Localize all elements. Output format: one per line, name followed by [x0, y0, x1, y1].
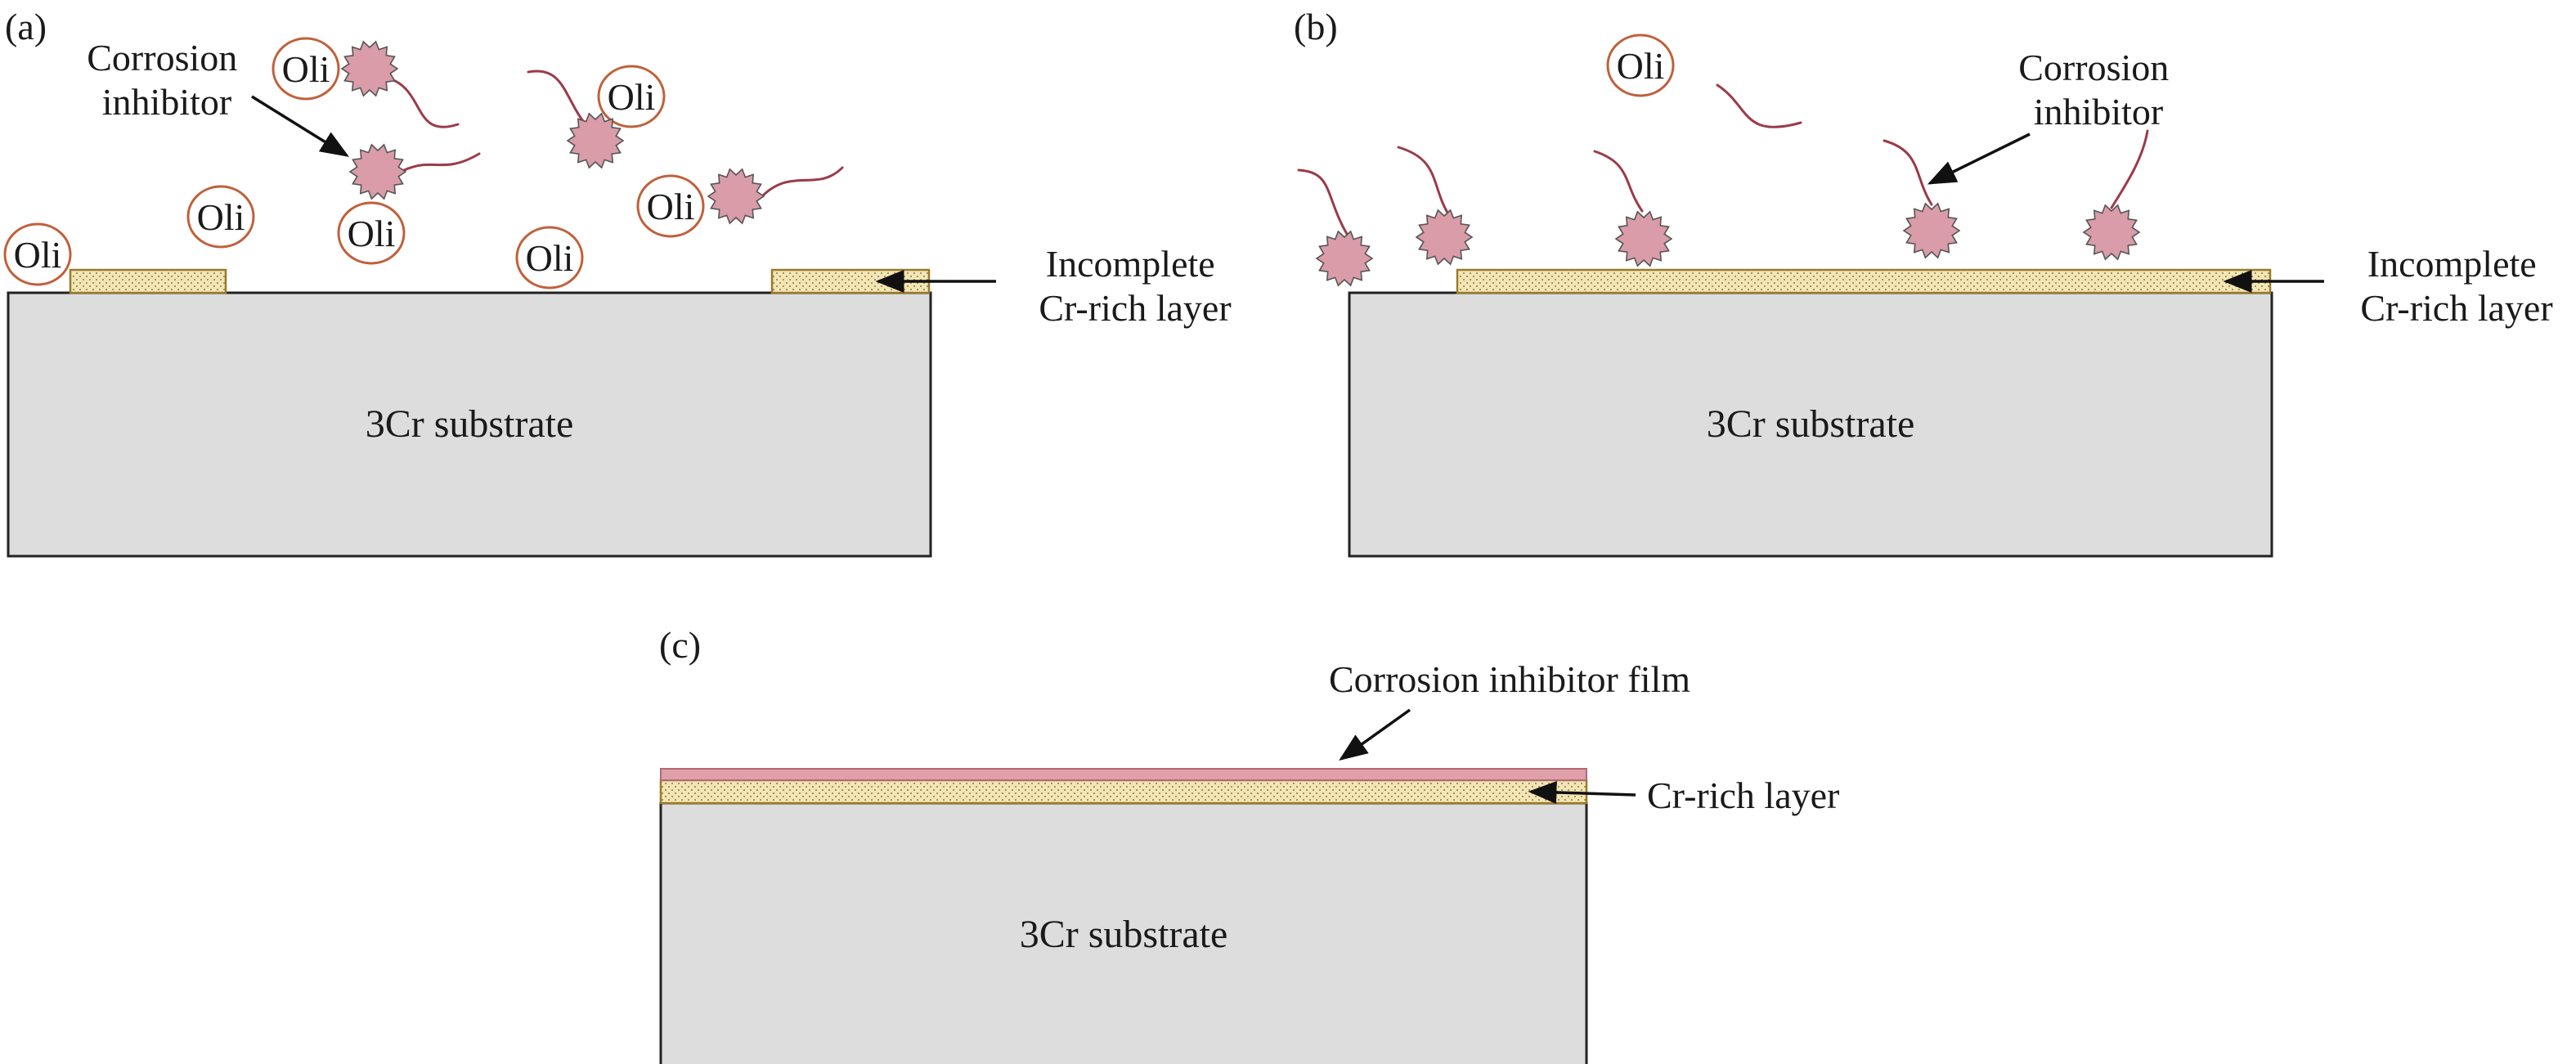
panel-a: (a) 3Cr substrate Oli Oli Oli Oli Oli Ol: [3, 6, 1232, 558]
panel-c-inhibitor-film: [660, 768, 1587, 781]
panel-b: (b) 3Cr substrate Oli Corrosion inhibito…: [1294, 6, 2553, 558]
inhibitor-tail: [2110, 129, 2149, 209]
oli-molecule: Oli: [186, 185, 255, 249]
panel-b-label: (b): [1294, 6, 1338, 47]
inhibitor-tail: [1716, 83, 1802, 128]
inhibitor-molecules: [340, 40, 2141, 287]
inhibitor-tail: [1883, 139, 1933, 206]
panel-b-inhibitor-label: Corrosion inhibitor: [2018, 47, 2179, 132]
inhibitor-molecule-head: [1415, 209, 1474, 266]
oli-label: Oli: [14, 234, 62, 276]
panel-b-substrate-label: 3Cr substrate: [1707, 402, 1915, 446]
panel-c: (c) 3Cr substrate Corrosion inhibitor fi…: [659, 624, 1839, 1064]
oli-label: Oli: [197, 196, 245, 238]
panel-b-substrate: [1348, 291, 2273, 558]
panel-a-inhibitor-label: Corrosion inhibitor: [87, 37, 247, 123]
panel-a-label: (a): [5, 6, 47, 47]
panel-b-cr-layer: [1456, 268, 2272, 294]
oli-label: Oli: [526, 237, 574, 279]
panel-c-substrate: [659, 801, 1588, 1064]
panel-c-cr-layer: [659, 779, 1588, 805]
inhibitor-molecule-head: [707, 168, 765, 225]
panel-a-layer-label: Incomplete Cr-rich layer: [1039, 243, 1231, 329]
inhibitor-tail: [1297, 168, 1349, 237]
panel-a-substrate: [7, 291, 932, 558]
panel-a-cr-layer-left: [69, 268, 227, 294]
oli-label: Oli: [348, 213, 396, 254]
inhibitor-tail: [762, 166, 844, 196]
oli-molecule: Oli: [515, 226, 584, 290]
inhibitor-molecule-head: [348, 143, 407, 200]
inhibitor-tail: [527, 70, 587, 126]
oli-label: Oli: [647, 186, 695, 227]
inhibitor-tail: [1593, 150, 1644, 213]
oli-molecule: Oli: [3, 222, 72, 286]
panel-c-layer-label: Cr-rich layer: [1647, 774, 1839, 816]
oli-label: Oli: [608, 76, 656, 118]
oli-molecule: Oli: [636, 174, 705, 238]
panel-a-inhibitor-arrow: [251, 95, 349, 157]
oli-molecule: Oli: [337, 201, 406, 265]
panel-c-film-label: Corrosion inhibitor film: [1329, 658, 1690, 700]
oli-molecule: Oli: [272, 37, 340, 101]
panel-c-substrate-label: 3Cr substrate: [1020, 913, 1228, 956]
inhibitor-molecule-head: [1902, 202, 1961, 259]
panel-b-inhibitor-arrow: [1927, 132, 2031, 185]
inhibitor-molecule-head: [1315, 230, 1374, 287]
panel-c-label: (c): [659, 624, 701, 666]
panel-c-layer-arrow: [1528, 780, 1636, 804]
inhibitor-tail: [399, 152, 481, 173]
panel-a-substrate-label: 3Cr substrate: [366, 402, 574, 446]
inhibitor-tail: [388, 77, 460, 128]
oli-molecule: Oli: [1606, 34, 1675, 97]
inhibitor-molecule-head: [2082, 204, 2141, 261]
oli-label: Oli: [1617, 45, 1665, 87]
oli-molecule: Oli: [597, 65, 666, 128]
inhibitor-molecule-head: [566, 112, 625, 169]
inhibitor-molecule-head: [1614, 210, 1673, 267]
oli-label: Oli: [282, 48, 330, 90]
panel-c-film-arrow: [1339, 708, 1411, 761]
panel-b-layer-label: Incomplete Cr-rich layer: [2360, 243, 2552, 329]
inhibitor-tail: [1397, 146, 1449, 214]
inhibitor-molecule-head: [340, 40, 399, 97]
